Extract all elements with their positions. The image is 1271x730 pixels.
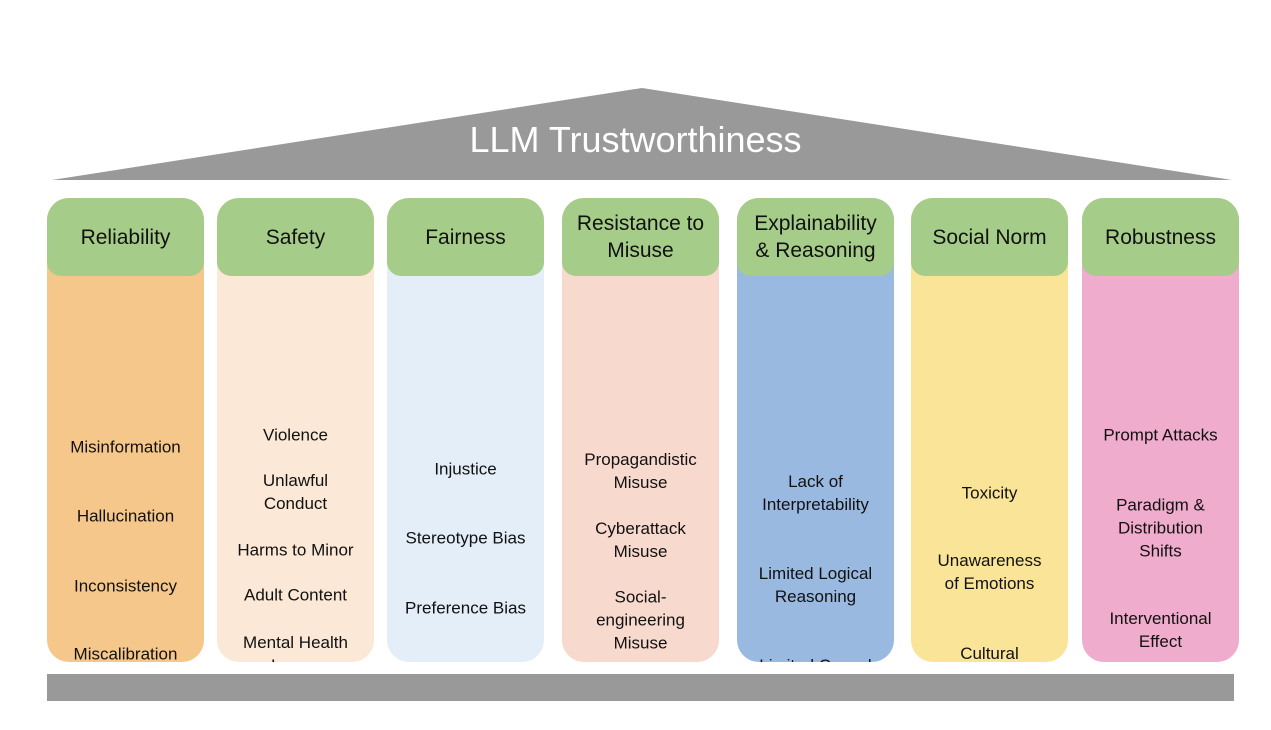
pillar-item: Adult Content xyxy=(243,585,347,605)
pillar-item: Harms to Minor xyxy=(237,540,354,560)
pillar-item: Hallucination xyxy=(76,506,175,526)
roof xyxy=(52,88,1232,180)
pillar-item: Prompt Attacks xyxy=(1103,425,1218,445)
pillar-item: Toxicity xyxy=(961,483,1018,503)
pillar-item: Mental HealthIssues xyxy=(243,633,348,662)
pillar-header: Social Norm xyxy=(911,198,1068,276)
pillar-item: Injustice xyxy=(434,459,497,479)
pillar-header: Explainability& Reasoning xyxy=(737,198,894,276)
diagram-title: LLM Trustworthiness xyxy=(469,119,802,160)
pillar-item: Inconsistency xyxy=(74,576,177,596)
pillar-header: Reliability xyxy=(47,198,204,276)
pillar-item: Stereotype Bias xyxy=(405,528,526,548)
pillar-item: Miscalibration xyxy=(73,644,178,663)
pillar-header: Robustness xyxy=(1082,198,1239,276)
pillar-header: Fairness xyxy=(387,198,544,276)
pillar-item: Preference Bias xyxy=(405,598,526,618)
pillar-item: CulturalInsensitivity xyxy=(960,644,1019,662)
pillar-header: Safety xyxy=(217,198,374,276)
pillar-item: Misinformation xyxy=(70,437,181,457)
foundation-base xyxy=(47,674,1234,701)
roof-shape xyxy=(52,88,1232,180)
pillar-item: Limited CausalReasoning xyxy=(737,654,894,662)
pillar-item: Violence xyxy=(263,425,328,445)
